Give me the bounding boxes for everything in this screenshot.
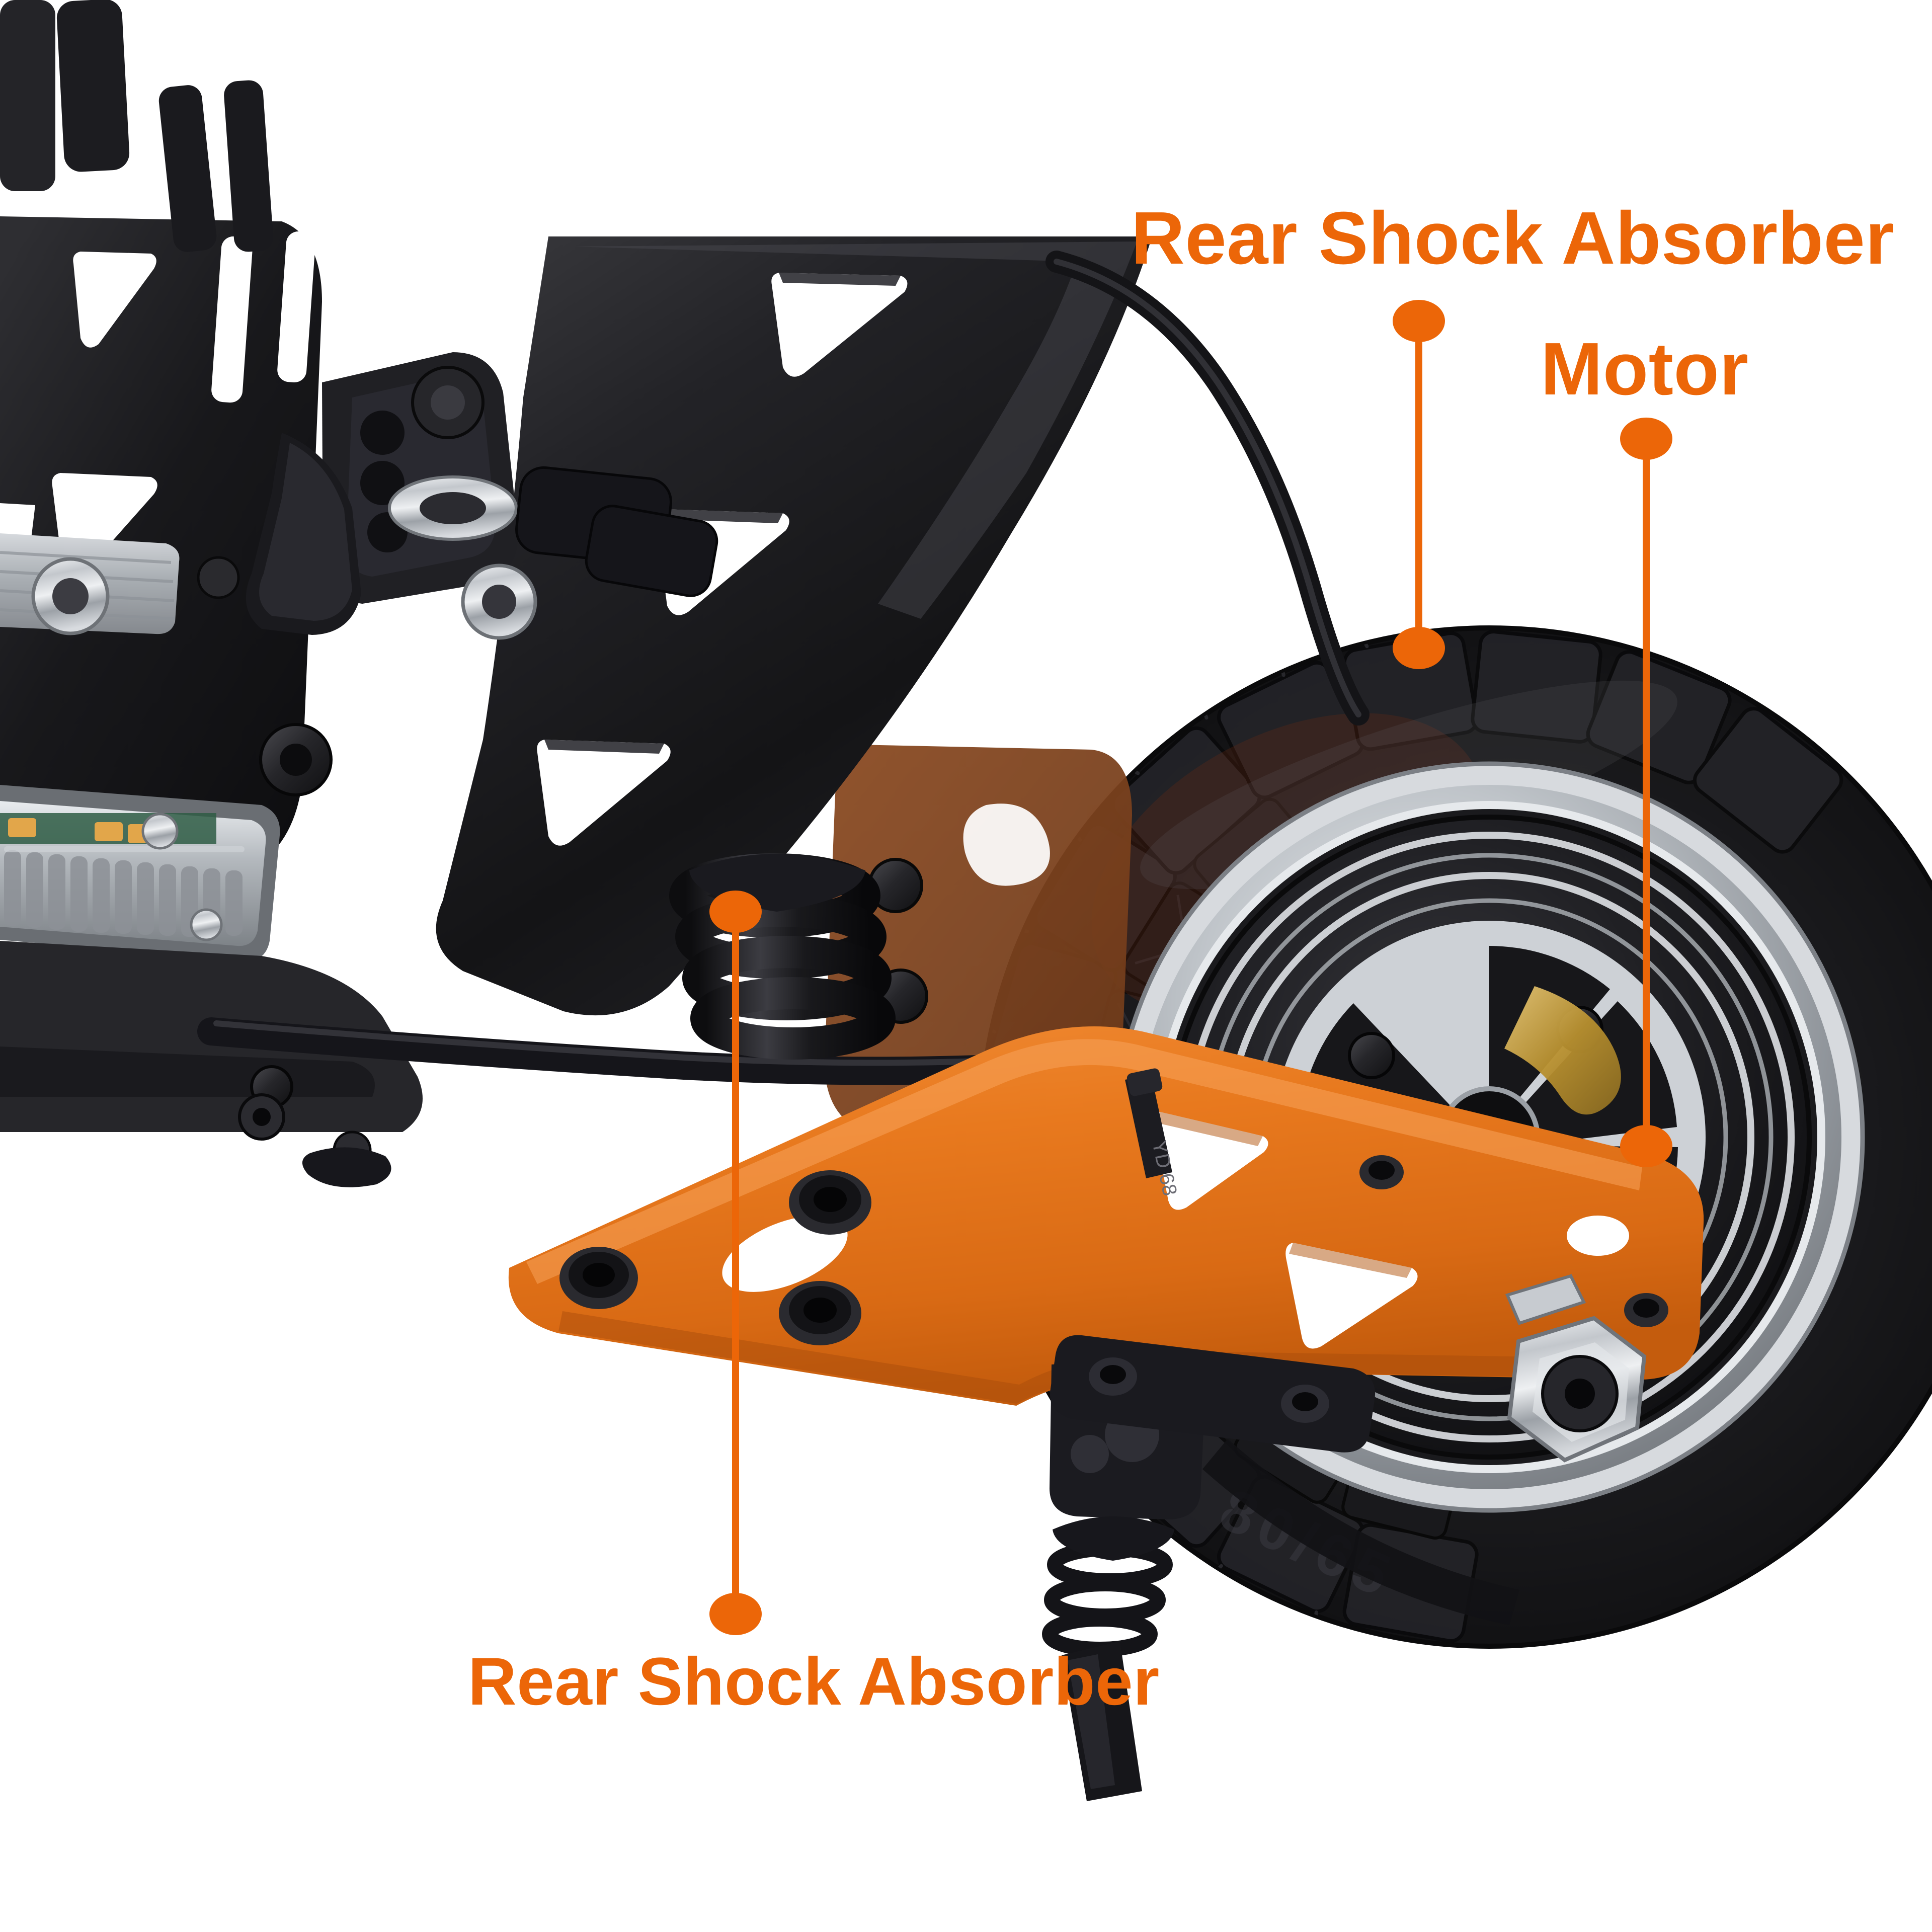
wheel-lower-detail [1202,1439,1519,1625]
callout-label-rear-shock-absorber-top: Rear Shock Absorber [1131,197,1895,280]
tail-light [0,785,280,961]
swingarm-plate [508,1026,1704,1406]
axle-nut [1505,1274,1647,1463]
swingarm-bolt [1624,1293,1668,1327]
swingarm-bolt [559,1247,638,1309]
callout-label-rear-shock-absorber-bottom: Rear Shock Absorber [468,1644,1160,1719]
swingarm-bolt [789,1170,871,1235]
swingarm-crossbar [1050,1335,1376,1453]
brake-cable [1045,251,1370,726]
stem-tubes [0,0,130,191]
swingarm-bolt [779,1281,861,1345]
callout-label-motor: Motor [1541,328,1749,411]
motor-cable-grommet [1504,986,1621,1115]
swingarm-bolt [1359,1155,1404,1189]
rear-shock-spring [669,853,896,1060]
misc-fasteners [238,1093,391,1187]
disc-brake-caliper [246,352,718,640]
